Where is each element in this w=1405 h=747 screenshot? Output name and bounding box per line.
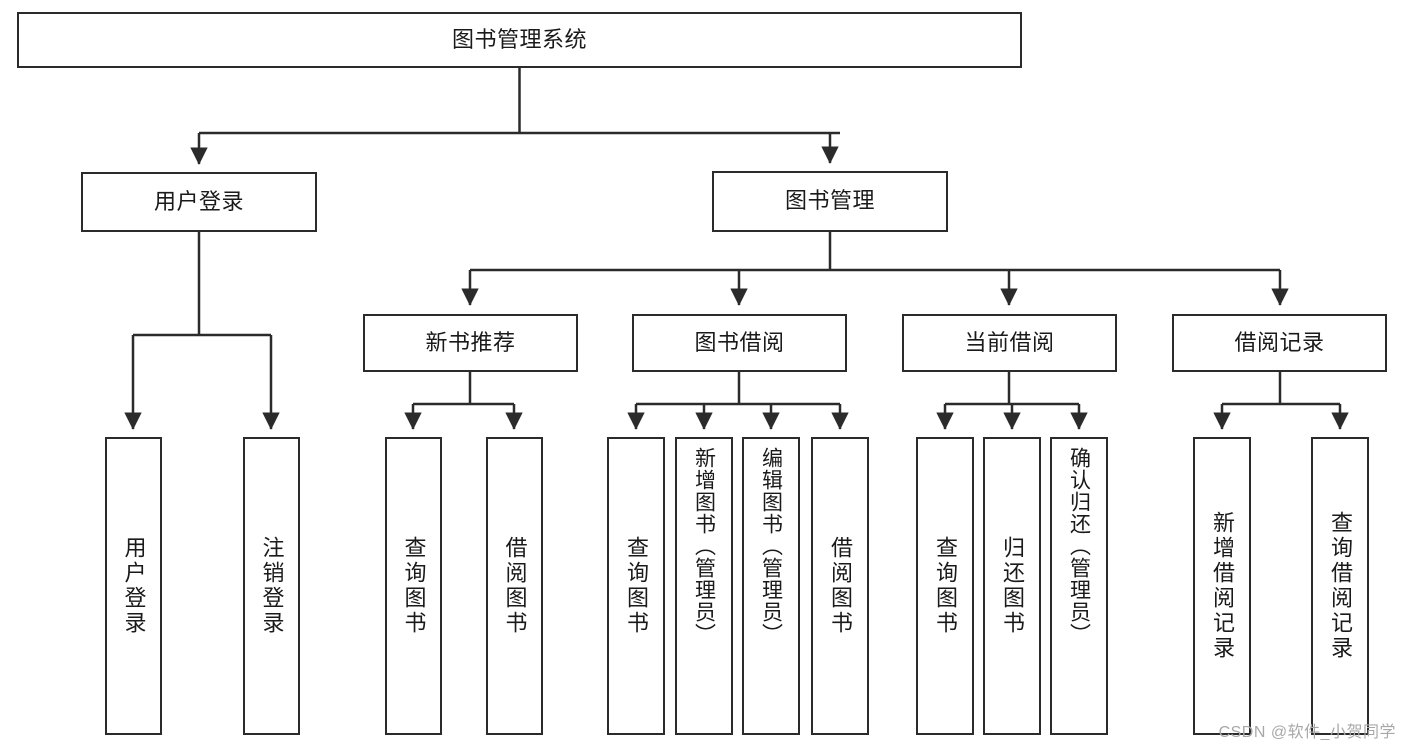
node-leaf-edit-book[interactable]: 编辑图书（管理员） <box>742 437 800 735</box>
node-book-management-label: 图书管理 <box>784 188 875 214</box>
node-root[interactable]: 图书管理系统 <box>17 12 1022 68</box>
node-leaf-query-book-3-label: 查询图书 <box>933 536 958 636</box>
node-book-borrow[interactable]: 图书借阅 <box>632 314 847 372</box>
node-user-login[interactable]: 用户登录 <box>81 172 317 232</box>
node-leaf-borrow-book-2-label: 借阅图书 <box>828 536 853 636</box>
node-leaf-return-book[interactable]: 归还图书 <box>983 437 1041 735</box>
node-leaf-logout-login-label: 注销登录 <box>259 536 285 636</box>
node-borrow-record-label: 借阅记录 <box>1234 329 1325 355</box>
node-book-borrow-label: 图书借阅 <box>694 329 785 355</box>
node-leaf-query-book-3[interactable]: 查询图书 <box>916 437 974 735</box>
node-leaf-query-book-2[interactable]: 查询图书 <box>607 437 665 735</box>
node-leaf-borrow-book-1[interactable]: 借阅图书 <box>486 437 543 735</box>
node-leaf-query-book-2-label: 查询图书 <box>624 536 649 636</box>
node-leaf-logout-login[interactable]: 注销登录 <box>243 437 300 735</box>
node-leaf-user-login[interactable]: 用户登录 <box>105 437 162 735</box>
node-new-book-recommend-label: 新书推荐 <box>425 329 516 355</box>
node-user-login-label: 用户登录 <box>153 188 244 214</box>
node-leaf-borrow-book-2[interactable]: 借阅图书 <box>811 437 869 735</box>
node-leaf-edit-book-label: 编辑图书（管理员） <box>759 447 783 645</box>
node-leaf-add-book-label: 新增图书（管理员） <box>692 447 716 645</box>
node-root-label: 图书管理系统 <box>451 26 587 52</box>
watermark: CSDN @软件_小贺同学 <box>1218 724 1396 741</box>
node-leaf-add-record-label: 新增借阅记录 <box>1210 511 1235 661</box>
node-leaf-query-book-1-label: 查询图书 <box>401 536 427 636</box>
node-leaf-return-book-label: 归还图书 <box>1000 536 1025 636</box>
node-leaf-add-book[interactable]: 新增图书（管理员） <box>675 437 733 735</box>
node-borrow-record[interactable]: 借阅记录 <box>1172 314 1387 372</box>
node-leaf-query-record-label: 查询借阅记录 <box>1328 511 1353 661</box>
node-new-book-recommend[interactable]: 新书推荐 <box>363 314 578 372</box>
node-leaf-borrow-book-1-label: 借阅图书 <box>502 536 528 636</box>
node-leaf-user-login-label: 用户登录 <box>121 536 147 636</box>
node-current-borrow[interactable]: 当前借阅 <box>902 314 1117 372</box>
node-current-borrow-label: 当前借阅 <box>964 329 1055 355</box>
node-book-management[interactable]: 图书管理 <box>712 171 948 232</box>
node-leaf-add-record[interactable]: 新增借阅记录 <box>1193 437 1251 735</box>
node-leaf-confirm-return-label: 确认归还（管理员） <box>1067 447 1091 645</box>
node-leaf-confirm-return[interactable]: 确认归还（管理员） <box>1050 437 1108 735</box>
node-leaf-query-record[interactable]: 查询借阅记录 <box>1311 437 1369 735</box>
node-leaf-query-book-1[interactable]: 查询图书 <box>385 437 442 735</box>
